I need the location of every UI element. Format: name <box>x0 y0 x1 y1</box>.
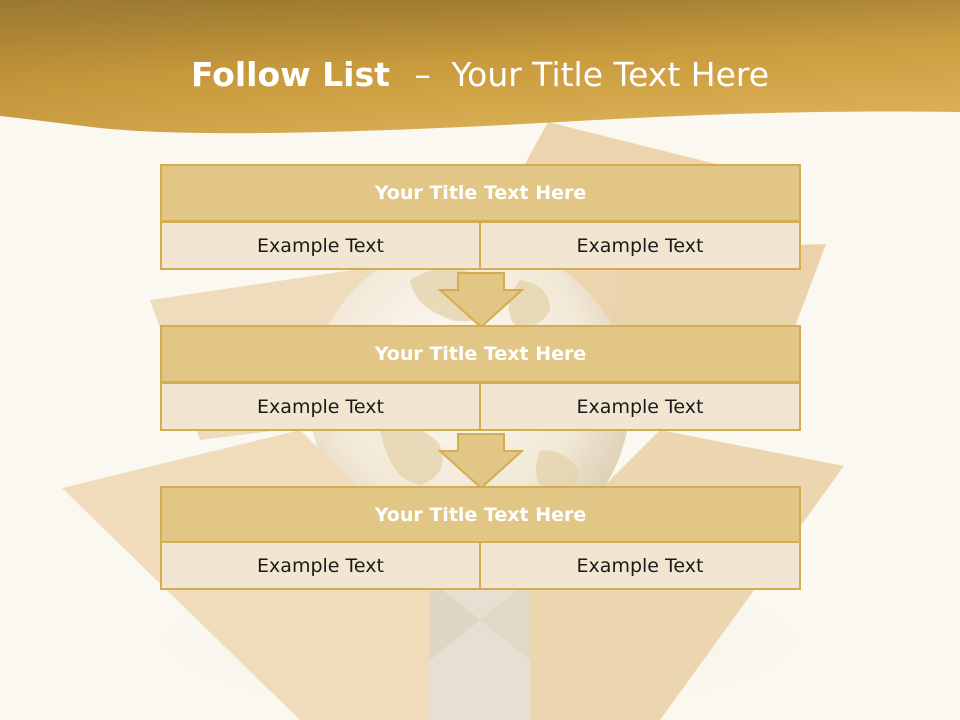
block-2-title: Your Title Text Here <box>160 325 801 383</box>
down-arrow-icon <box>438 433 524 489</box>
list-block-3: Your Title Text Here Example Text Exampl… <box>160 486 801 592</box>
block-1-title: Your Title Text Here <box>160 164 801 222</box>
slide-title-bold: Follow List <box>190 55 390 94</box>
block-2-right-text: Example Text <box>479 382 801 431</box>
down-arrow-icon <box>438 272 524 328</box>
slide-title-dash: – <box>414 55 431 94</box>
block-3-left-text: Example Text <box>160 541 481 590</box>
block-1-right-text: Example Text <box>479 221 801 270</box>
block-3-title: Your Title Text Here <box>160 486 801 544</box>
list-block-1: Your Title Text Here Example Text Exampl… <box>160 164 801 270</box>
block-1-left-text: Example Text <box>160 221 481 270</box>
slide-title: Follow List – Your Title Text Here <box>0 52 960 98</box>
slide-title-rest: Your Title Text Here <box>451 55 770 94</box>
block-2-left-text: Example Text <box>160 382 481 431</box>
block-3-right-text: Example Text <box>479 541 801 590</box>
list-block-2: Your Title Text Here Example Text Exampl… <box>160 325 801 431</box>
